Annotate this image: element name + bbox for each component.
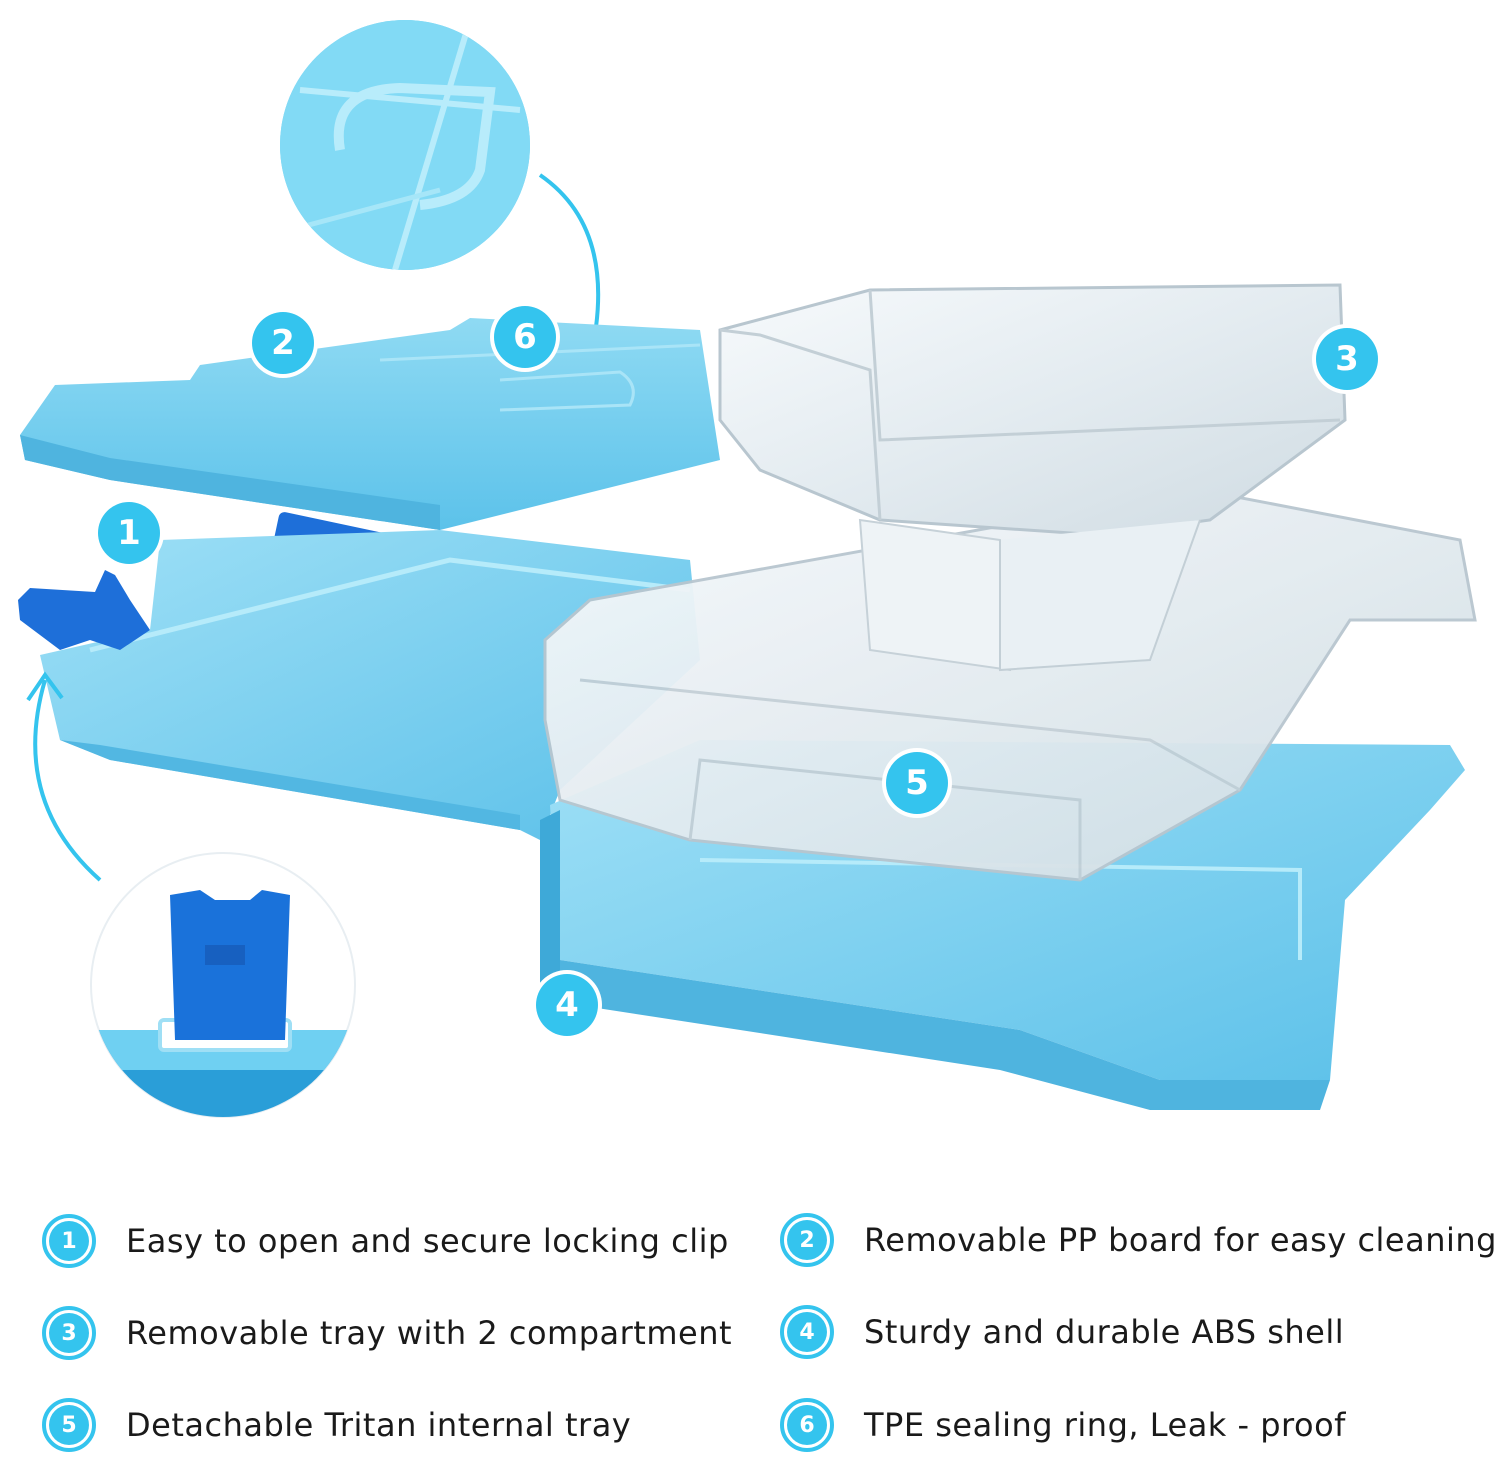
legend-item-5: 5 Detachable Tritan internal tray	[42, 1390, 631, 1460]
base-shell-left	[40, 530, 700, 840]
callout-badge-3: 3	[1316, 328, 1378, 390]
legend-text: TPE sealing ring, Leak - proof	[864, 1406, 1346, 1444]
locking-clip	[18, 570, 150, 650]
number-1-icon: 1	[42, 1214, 96, 1268]
number-5-icon: 5	[42, 1398, 96, 1452]
compartment-tray	[718, 283, 1347, 672]
legend-text: Detachable Tritan internal tray	[126, 1406, 632, 1444]
legend-item-4: 4 Sturdy and durable ABS shell	[780, 1297, 1344, 1367]
tritan-tray	[543, 488, 1477, 882]
sealing-ring-zoom	[280, 20, 530, 270]
callout-badge-5: 5	[886, 752, 948, 814]
callout-badge-6: 6	[494, 306, 556, 368]
number-3-icon: 3	[42, 1306, 96, 1360]
legend-item-1: 1 Easy to open and secure locking clip	[42, 1206, 729, 1276]
clip-zoom	[90, 852, 356, 1118]
legend-item-6: 6 TPE sealing ring, Leak - proof	[780, 1390, 1346, 1460]
callout-badge-1: 1	[98, 502, 160, 564]
lid	[20, 318, 720, 530]
legend-item-2: 2 Removable PP board for easy cleaning	[780, 1205, 1497, 1275]
callout-badge-2: 2	[252, 312, 314, 374]
number-6-icon: 6	[780, 1398, 834, 1452]
legend-text: Easy to open and secure locking clip	[126, 1222, 729, 1260]
product-illustration: 1 2 3 4 5 6	[18, 20, 1477, 1118]
lunchbox-drawing	[18, 20, 1477, 1118]
callout-badge-4: 4	[536, 974, 598, 1036]
legend-text: Removable tray with 2 compartment	[126, 1314, 733, 1352]
legend-item-3: 3 Removable tray with 2 compartment	[42, 1298, 732, 1368]
legend-text: Sturdy and durable ABS shell	[864, 1313, 1345, 1351]
legend-text: Removable PP board for easy cleaning	[864, 1221, 1497, 1259]
number-4-icon: 4	[780, 1305, 834, 1359]
number-2-icon: 2	[780, 1213, 834, 1267]
